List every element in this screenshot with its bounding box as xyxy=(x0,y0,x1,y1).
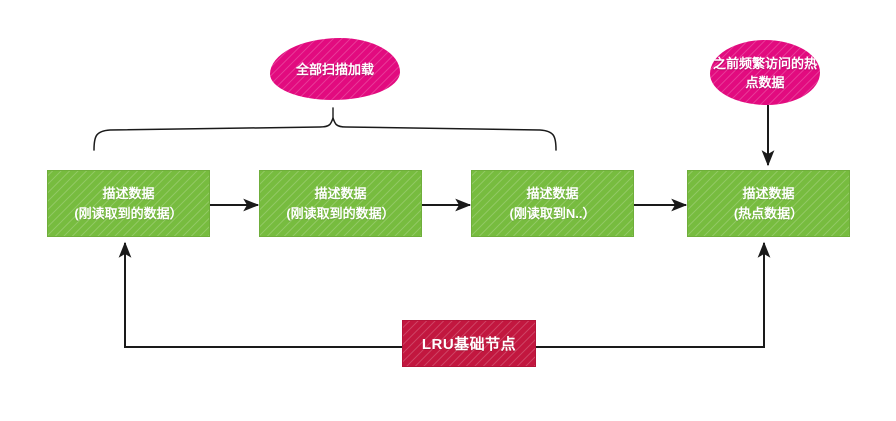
lru-base-node-box: LRU基础节点 xyxy=(402,320,536,367)
lru-base-node-label: LRU基础节点 xyxy=(421,336,517,353)
annotation-label-line-2: 点数据 xyxy=(745,74,785,90)
node-box-2: 描述数据 (刚读取到的数据） xyxy=(259,170,422,237)
node-box-1: 描述数据 (刚读取到的数据） xyxy=(47,170,210,237)
node-label-line-2: (刚读取到N..） xyxy=(509,205,596,221)
node-box-3: 描述数据 (刚读取到N..） xyxy=(471,170,634,237)
node-label-line-2: (刚读取到的数据） xyxy=(286,205,395,221)
annotation-label-line-1: 全部扫描加载 xyxy=(295,61,374,77)
annotation-previously-hot-data: 之前频繁访问的热 点数据 xyxy=(710,40,820,105)
node-label-line-1: 描述数据 xyxy=(314,185,367,201)
node-box-4: 描述数据 (热点数据） xyxy=(687,170,850,237)
node-label-line-1: 描述数据 xyxy=(742,185,795,201)
arrow-lru-to-node-1 xyxy=(118,241,402,348)
node-label-line-2: (刚读取到的数据） xyxy=(74,205,183,221)
node-label-line-1: 描述数据 xyxy=(102,185,155,201)
curly-brace-connector xyxy=(93,107,557,151)
node-label-line-1: 描述数据 xyxy=(526,185,579,201)
node-label-line-2: (热点数据） xyxy=(733,205,804,221)
annotation-label-line-1: 之前频繁访问的热 xyxy=(712,55,817,71)
arrow-lru-to-node-4 xyxy=(536,241,771,348)
